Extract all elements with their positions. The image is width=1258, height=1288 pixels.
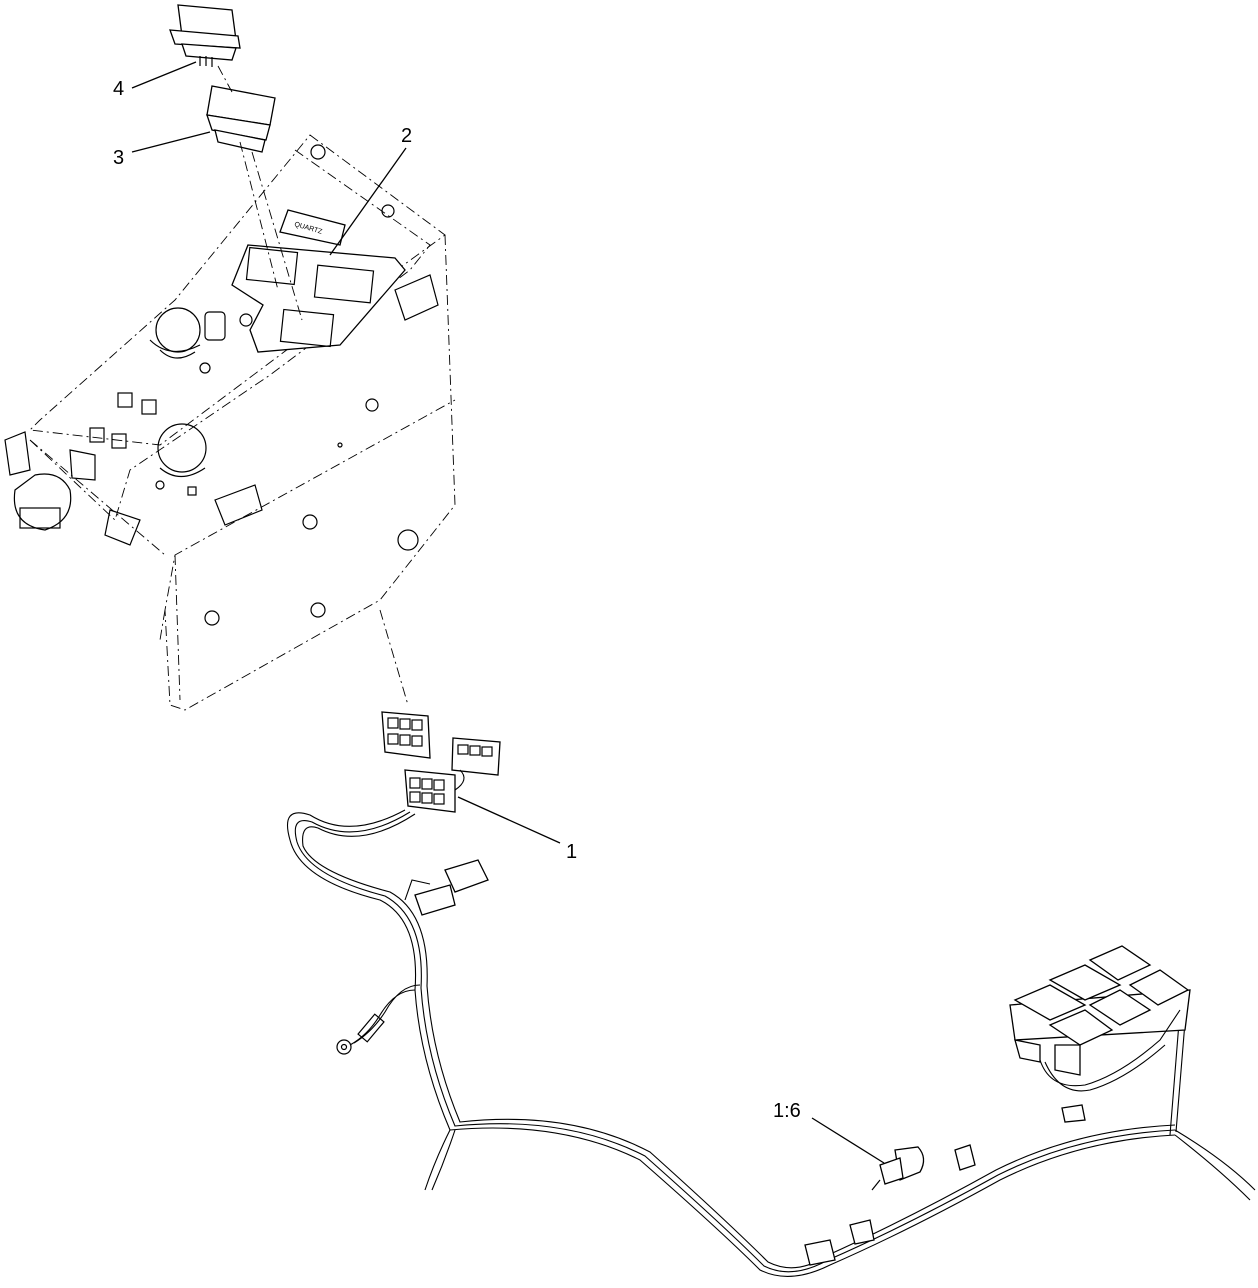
alignment-line-4	[217, 65, 233, 93]
alignment-line-harness	[379, 609, 409, 706]
rocker-switch-item-4	[169, 4, 241, 67]
callout-1-6: 1:6	[773, 1100, 885, 1164]
callout-4: 4	[113, 61, 197, 100]
wire-harness	[286, 711, 1256, 1277]
callout-2-label: 2	[401, 125, 412, 147]
connector-item-1-6	[871, 1146, 925, 1191]
connector-6pin	[451, 737, 501, 776]
callout-2: 2	[329, 125, 412, 256]
callout-1-label: 1	[566, 841, 577, 863]
connector-8pin-b	[404, 769, 456, 813]
callout-3-label: 3	[113, 147, 124, 169]
alignment-line-3a	[239, 141, 279, 291]
relay-block	[1009, 945, 1191, 1092]
control-panel-housing: QUARTZ	[4, 134, 456, 711]
rocker-switch-item-3	[206, 85, 276, 153]
callout-4-label: 4	[113, 78, 124, 100]
alignment-line-3b	[251, 151, 303, 321]
callout-3: 3	[113, 131, 211, 169]
callout-1-6-label: 1:6	[773, 1100, 801, 1122]
callout-1: 1	[457, 796, 577, 863]
